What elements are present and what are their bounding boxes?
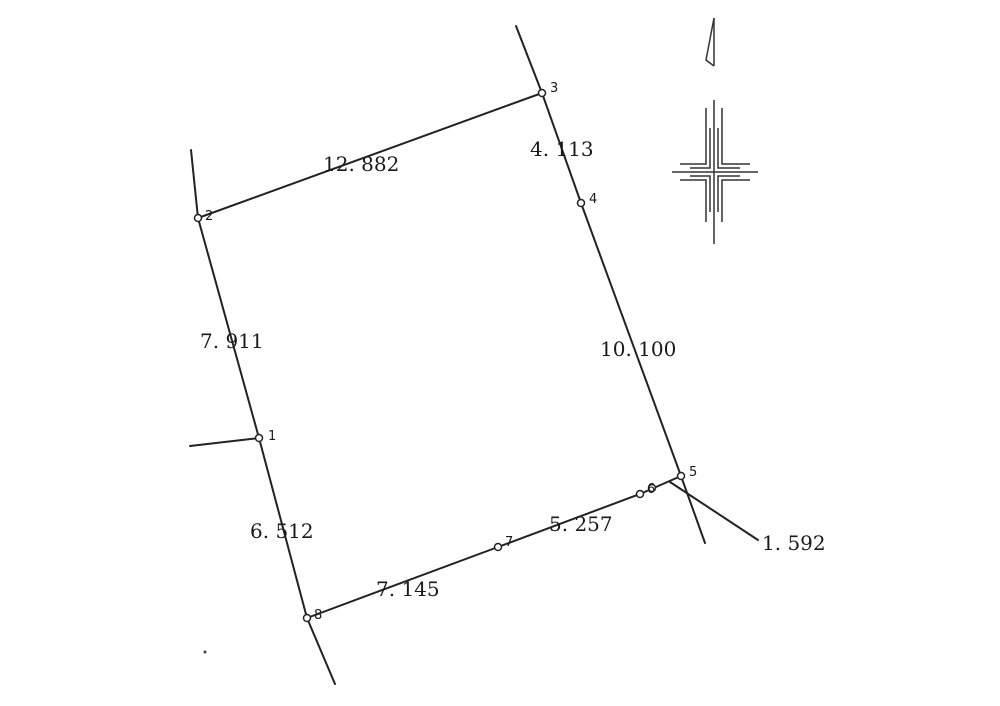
edge-3-4 <box>541 92 582 204</box>
crosshair-bracket-ll-1 <box>680 179 707 222</box>
crosshair-bracket-ur-2 <box>717 128 740 169</box>
length-label-2-3: 12. 882 <box>323 152 399 176</box>
crosshair-icon <box>672 100 758 244</box>
point-label-6: 6 <box>647 482 655 497</box>
point-label-4: 4 <box>589 192 597 207</box>
line-west-of-1 <box>189 437 260 447</box>
length-label-6-7: 5. 257 <box>549 512 613 536</box>
point-label-7: 7 <box>505 535 513 550</box>
point-marker-8 <box>302 613 312 623</box>
north-arrow-head <box>705 17 715 67</box>
left-bottom-extension <box>306 617 336 685</box>
edge-2-3 <box>197 92 543 219</box>
length-label-5-ext: 1. 592 <box>762 531 826 555</box>
point-marker-4 <box>576 198 586 208</box>
point-marker-7 <box>493 542 503 552</box>
right-top-extension <box>515 25 543 94</box>
survey-points <box>193 88 686 623</box>
right-bottom-extension <box>680 475 706 544</box>
edge-8-7 <box>306 546 499 619</box>
edge-7-6 <box>497 493 641 548</box>
length-label-7-8: 7. 145 <box>376 577 440 601</box>
length-label-1-2: 7. 911 <box>200 329 264 353</box>
point-label-5: 5 <box>689 465 697 480</box>
point-label-3: 3 <box>550 81 558 96</box>
north-arrow-icon <box>705 17 715 67</box>
edge-6-5 <box>639 475 682 495</box>
point-label-8: 8 <box>314 608 322 623</box>
scan-speck <box>203 650 207 654</box>
crosshair-bracket-ul-1 <box>680 108 707 165</box>
crosshair-bracket-ul-2 <box>690 128 711 169</box>
point-marker-3 <box>537 88 547 98</box>
point-marker-2 <box>193 213 203 223</box>
edge-2-1 <box>197 217 260 439</box>
point-marker-1 <box>254 433 264 443</box>
length-label-4-5: 10. 100 <box>600 337 676 361</box>
boundary-lines <box>189 25 759 685</box>
crosshair-bracket-ll-2 <box>690 175 711 212</box>
left-boundary-line <box>190 149 199 219</box>
edge-1-8 <box>258 437 308 619</box>
crosshair-bracket-ur-1 <box>721 108 750 165</box>
distance-labels: 12. 882 4. 113 10. 100 1. 592 5. 257 7. … <box>200 137 826 601</box>
length-label-8-1: 6. 512 <box>250 519 314 543</box>
crosshair-bracket-lr-1 <box>721 179 750 222</box>
point-label-2: 2 <box>205 209 213 224</box>
edge-4-5 <box>580 202 682 477</box>
point-marker-5 <box>676 471 686 481</box>
extension-5-se <box>669 481 759 541</box>
point-marker-6a <box>635 489 645 499</box>
crosshair-bracket-lr-2 <box>717 175 740 212</box>
point-labels: 1 2 3 4 5 6 7 8 <box>205 81 697 623</box>
point-marker-6b <box>647 483 657 493</box>
length-label-3-4: 4. 113 <box>530 137 594 161</box>
point-label-1: 1 <box>268 429 276 444</box>
